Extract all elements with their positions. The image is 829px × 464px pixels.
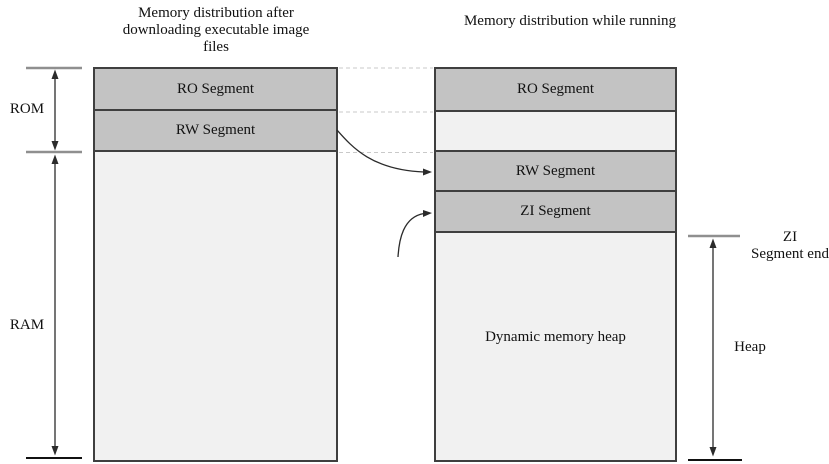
left-column-title: Memory distribution after downloading ex…: [122, 5, 310, 55]
right-column-title: Memory distribution while running: [463, 13, 677, 29]
memory-column-while-running: RO Segment RW Segment ZI Segment Dynamic…: [434, 67, 677, 462]
rw-relocation-arrow: [336, 129, 432, 176]
zi-segment-end-label: ZI Segment end: [745, 229, 829, 263]
rom-label: ROM: [9, 101, 45, 117]
zi-relocation-arrow: [397, 210, 432, 258]
memory-column-after-download: RO Segment RW Segment: [93, 67, 338, 462]
zi-segment-end-line2: Segment end: [751, 246, 829, 262]
right-zi-segment: ZI Segment: [436, 192, 675, 233]
heap-label: Heap: [734, 339, 766, 355]
right-rw-segment: RW Segment: [436, 152, 675, 192]
alignment-dashed-lines: [339, 67, 433, 153]
left-rw-segment: RW Segment: [95, 111, 336, 152]
right-unused-gap: [436, 112, 675, 152]
right-ro-segment: RO Segment: [436, 69, 675, 112]
ram-extent-bracket: [26, 154, 82, 459]
left-ro-segment: RO Segment: [95, 69, 336, 111]
ram-label: RAM: [9, 317, 45, 333]
left-free-ram-area: [95, 152, 336, 460]
zi-segment-end-line1: ZI: [782, 229, 798, 245]
dynamic-memory-heap-area: Dynamic memory heap: [485, 329, 626, 345]
